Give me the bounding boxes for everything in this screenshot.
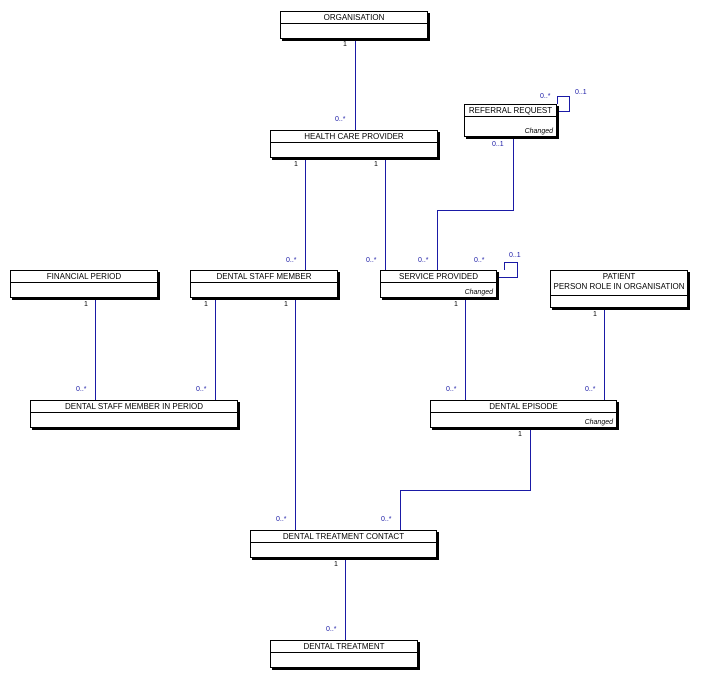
multiplicity-label: 0..*: [474, 257, 485, 264]
link-service-provided-self: [497, 262, 518, 278]
dental-episode-entity[interactable]: DENTAL EPISODE Changed: [430, 400, 617, 428]
multiplicity-label: 0..1: [575, 89, 587, 96]
multiplicity-label: 0..*: [585, 386, 596, 393]
multiplicity-label: 1: [518, 431, 522, 438]
service-provided-entity[interactable]: SERVICE PROVIDED Changed: [380, 270, 497, 298]
multiplicity-label: 0..*: [381, 516, 392, 523]
multiplicity-label: 0..*: [446, 386, 457, 393]
patient-entity[interactable]: PATIENT PERSON ROLE IN ORGANISATION: [550, 270, 688, 308]
service-provided-title: SERVICE PROVIDED: [381, 271, 496, 283]
multiplicity-label: 1: [84, 301, 88, 308]
multiplicity-label: 0..*: [196, 386, 207, 393]
link-referral-request-service-provided: [437, 137, 514, 270]
dental-staff-member-title: DENTAL STAFF MEMBER: [191, 271, 337, 283]
dental-episode-title: DENTAL EPISODE: [431, 401, 616, 413]
organisation-entity[interactable]: ORGANISATION: [280, 11, 428, 39]
dental-staff-member-in-period-entity[interactable]: DENTAL STAFF MEMBER IN PERIOD: [30, 400, 238, 428]
dental-staff-member-entity[interactable]: DENTAL STAFF MEMBER: [190, 270, 338, 298]
patient-title-block: PATIENT PERSON ROLE IN ORGANISATION: [551, 271, 687, 296]
health-care-provider-title: HEALTH CARE PROVIDER: [271, 131, 437, 143]
multiplicity-label: 1: [374, 161, 378, 168]
dental-treatment-contact-title: DENTAL TREATMENT CONTACT: [251, 531, 436, 543]
financial-period-title: FINANCIAL PERIOD: [11, 271, 157, 283]
multiplicity-label: 1: [593, 311, 597, 318]
dental-episode-status: Changed: [584, 419, 613, 426]
health-care-provider-entity[interactable]: HEALTH CARE PROVIDER: [270, 130, 438, 158]
multiplicity-label: 0..*: [366, 257, 377, 264]
dental-treatment-entity[interactable]: DENTAL TREATMENT: [270, 640, 418, 668]
organisation-title: ORGANISATION: [281, 12, 427, 24]
multiplicity-label: 1: [294, 161, 298, 168]
dental-treatment-contact-entity[interactable]: DENTAL TREATMENT CONTACT: [250, 530, 437, 558]
multiplicity-label: 0..*: [276, 516, 287, 523]
multiplicity-label: 1: [284, 301, 288, 308]
service-provided-status: Changed: [464, 289, 493, 296]
link-referral-request-self: [557, 96, 570, 112]
multiplicity-label: 1: [204, 301, 208, 308]
referral-request-title: REFERRAL REQUEST: [465, 105, 556, 117]
multiplicity-label: 0..1: [492, 141, 504, 148]
multiplicity-label: 1: [454, 301, 458, 308]
link-dental-episode-dental-treatment-contact: [400, 428, 531, 530]
multiplicity-label: 1: [343, 41, 347, 48]
multiplicity-label: 0..1: [509, 252, 521, 259]
financial-period-entity[interactable]: FINANCIAL PERIOD: [10, 270, 158, 298]
referral-request-entity[interactable]: REFERRAL REQUEST Changed: [464, 104, 557, 137]
multiplicity-label: 0..*: [418, 257, 429, 264]
multiplicity-label: 0..*: [326, 626, 337, 633]
dental-staff-member-in-period-title: DENTAL STAFF MEMBER IN PERIOD: [31, 401, 237, 413]
multiplicity-label: 0..*: [540, 93, 551, 100]
dental-treatment-title: DENTAL TREATMENT: [271, 641, 417, 653]
patient-role-title: PERSON ROLE IN ORGANISATION: [553, 282, 685, 291]
multiplicity-label: 0..*: [76, 386, 87, 393]
patient-title: PATIENT: [602, 272, 636, 281]
multiplicity-label: 1: [334, 561, 338, 568]
multiplicity-label: 0..*: [286, 257, 297, 264]
multiplicity-label: 0..*: [335, 116, 346, 123]
referral-request-status: Changed: [524, 128, 553, 135]
